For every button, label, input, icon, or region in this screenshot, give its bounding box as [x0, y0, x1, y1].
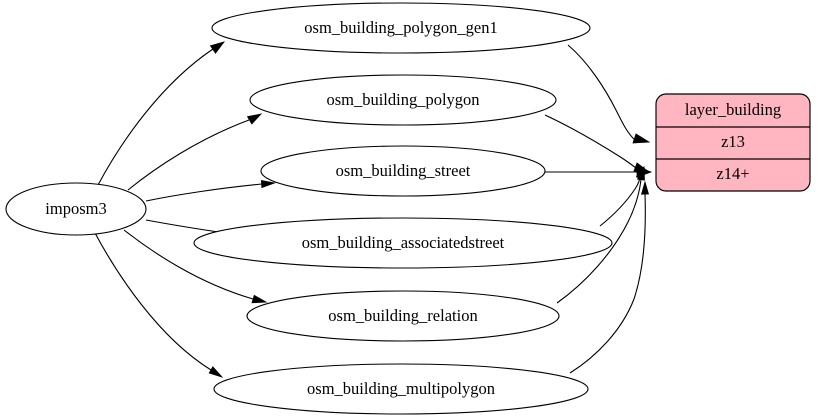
edge-path: [123, 229, 254, 300]
edge-path: [145, 183, 263, 202]
node-imposm3[interactable]: imposm3: [5, 182, 147, 236]
edge-path: [94, 232, 212, 371]
node-shape[interactable]: [213, 363, 589, 415]
layer-name-label: layer_building: [685, 100, 781, 119]
node-shape[interactable]: [5, 182, 147, 236]
edge-path: [97, 48, 214, 186]
node-osm_building_relation[interactable]: osm_building_relation: [246, 290, 560, 342]
node-shape[interactable]: [193, 217, 613, 269]
arrow-head-icon: [640, 180, 650, 195]
node-label: osm_building_associatedstreet: [302, 233, 505, 252]
edge-imposm3-to-osm_building_street: [145, 180, 277, 202]
node-osm_building_multipolygon[interactable]: osm_building_multipolygon: [213, 363, 589, 415]
edge-path: [599, 175, 641, 227]
edge-imposm3-to-osm_building_polygon_gen1: [97, 41, 226, 186]
edge-imposm3-to-osm_building_polygon: [127, 113, 263, 191]
node-label: osm_building_polygon_gen1: [304, 18, 497, 37]
zoom-z14plus-label: z14+: [716, 164, 749, 183]
edge-imposm3-to-osm_building_relation: [123, 229, 268, 304]
node-osm_building_polygon[interactable]: osm_building_polygon: [249, 74, 557, 126]
arrow-head-icon: [636, 166, 645, 181]
arrow-head-icon: [209, 41, 226, 54]
node-shape[interactable]: [211, 2, 591, 54]
edge-imposm3-to-osm_building_multipolygon: [94, 232, 224, 378]
edge-path: [544, 114, 637, 169]
edge-path: [569, 193, 646, 374]
node-label: osm_building_relation: [328, 306, 477, 325]
edge-osm_building_polygon_gen1-to-layer_building-z13: [567, 44, 651, 144]
node-label: osm_building_multipolygon: [307, 379, 495, 398]
edge-osm_building_multipolygon-to-layer_building-z14plus: [569, 180, 650, 374]
arrow-head-icon: [246, 113, 263, 125]
node-label: imposm3: [45, 199, 106, 218]
node-shape[interactable]: [249, 74, 557, 126]
node-shape[interactable]: [246, 290, 560, 342]
edge-path: [127, 119, 250, 191]
node-label: osm_building_street: [336, 161, 471, 180]
layer-node-box[interactable]: [655, 93, 811, 192]
node-label: osm_building_polygon: [326, 90, 479, 109]
node-osm_building_street[interactable]: osm_building_street: [260, 145, 546, 197]
edge-osm_building_polygon-to-layer_building-z14plus: [544, 114, 651, 173]
edge-osm_building_relation-to-layer_building-z14plus: [556, 166, 645, 304]
edge-path: [556, 178, 642, 304]
node-shape[interactable]: [260, 145, 546, 197]
node-osm_building_polygon_gen1[interactable]: osm_building_polygon_gen1: [211, 2, 591, 54]
arrow-head-icon: [251, 294, 268, 304]
node-osm_building_associatedstreet[interactable]: osm_building_associatedstreet: [193, 217, 613, 269]
node-layer_building[interactable]: layer_building z13 z14+: [655, 93, 811, 192]
arrow-head-icon: [208, 366, 224, 378]
arrow-head-icon: [632, 133, 651, 144]
arrow-head-icon: [260, 180, 277, 189]
zoom-z13-label: z13: [721, 132, 745, 151]
edge-group-tables-to-layer: [544, 44, 653, 374]
edge-path: [567, 44, 636, 141]
